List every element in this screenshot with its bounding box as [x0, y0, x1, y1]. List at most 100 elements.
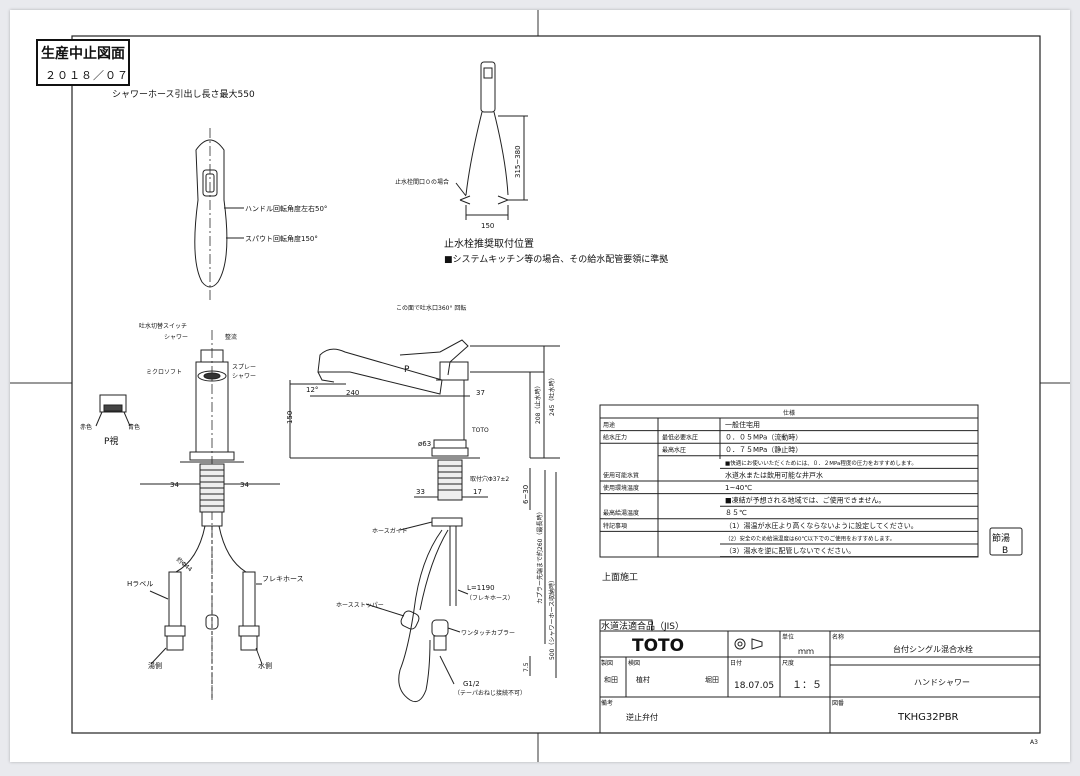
crop-marks [10, 10, 1070, 762]
spec-row-label: 給水圧力 [603, 434, 627, 442]
drawing-no-label: 図番 [832, 700, 844, 707]
flex-hose-label: フレキホース [262, 575, 304, 583]
date-label: 日付 [730, 659, 742, 667]
dim-7-5: 7.5 [523, 662, 530, 672]
stop-valve-label: 止水栓間口０の場合 [395, 178, 449, 186]
spec-row-label: 用途 [603, 421, 615, 429]
dim-240: 240 [346, 389, 359, 397]
setsuyu-text: 節湯 [992, 532, 1010, 544]
thread-label: G1/2 [463, 680, 480, 688]
dim-17: 17 [473, 488, 482, 496]
spec-row-value: ８５℃ [725, 509, 747, 517]
spec-header: 仕様 [783, 409, 795, 417]
dim-34-left: 34 [170, 481, 179, 489]
jis-label: 水道法適合品（JIS） [601, 620, 684, 632]
stop-valve-note: ■システムキッチン等の場合、その給水配管要領に準拠 [444, 253, 668, 265]
spec-row-sub: 最高水圧 [662, 446, 686, 454]
spec-row-value: （2）安全のため給湯温度は60℃以下でのご使用をおすすめします。 [725, 534, 895, 542]
spec-row-value: ■快適にお使いいただくためには、０．２MPa程度の圧力をおすすめします。 [725, 459, 917, 467]
setsuyu-mark: 節湯 B [989, 527, 1023, 556]
setsuyu-grade: B [1002, 546, 1008, 556]
spray-shower-label: シャワー [232, 373, 256, 380]
dim-63: ø63 [418, 440, 431, 448]
micro-soft-label: ミクロソフト [146, 369, 182, 376]
outlet-rotation-note: この面で吐水口360° 回転 [396, 304, 466, 312]
h-label: Hラベル [127, 580, 153, 588]
dim-37: 37 [476, 389, 485, 397]
drawn-label: 製図 [601, 659, 613, 667]
spec-row-label: 最高給湯温度 [603, 509, 639, 517]
p-view-detail [95, 394, 131, 427]
thread-sub-label: （テーパおねじ接続不可） [454, 689, 526, 697]
one-touch-label: ワンタッチカプラー [461, 629, 515, 637]
l-label: L=1190 [467, 584, 495, 592]
name-label: 名称 [832, 633, 844, 641]
l-sub-label: （フレキホース） [466, 595, 514, 602]
hose-stopper-label: ホースストッパー [336, 602, 384, 609]
title-block [599, 619, 1041, 734]
approve-by: 堀田 [705, 675, 719, 684]
drawing-no: TKHG32PBR [897, 712, 959, 723]
sub-name: ハンドシャワー [914, 678, 970, 687]
stop-valve-detail [455, 61, 528, 220]
spec-row-value: 一般住宅用 [725, 420, 760, 429]
stop-valve-title: 止水栓推奨取付位置 [444, 237, 534, 250]
spec-row-value: 水道水または飲用可能な井戸水 [725, 470, 823, 479]
dim-245: 245（吐水時） [548, 375, 556, 416]
stamp-title: 生産中止図面 [41, 45, 125, 62]
coupler-note: カプラー先端まで約260（最長時） [536, 509, 544, 604]
brand-logo: TOTO [632, 636, 684, 656]
spec-row-value: 1~40℃ [725, 484, 752, 492]
drawing-sheet [10, 10, 1070, 762]
spout-rotation-note: スパウト回転角度150° [245, 234, 318, 243]
hose-guide-label: ホースガイド [372, 527, 408, 535]
top-install-note: 上面施工 [602, 571, 638, 583]
unit-label: 単位 [782, 633, 794, 641]
reset-label: 整流 [225, 333, 237, 341]
spec-row-value: （3）湯水を逆に配管しないでください。 [725, 546, 855, 555]
sheet-size: A3 [1030, 739, 1038, 746]
dim-150-side: 150 [286, 411, 294, 424]
dim-208: 208（止水時） [534, 383, 542, 424]
shower-label: シャワー [164, 334, 188, 341]
spray-label: スプレー [232, 364, 256, 371]
check-label: 検図 [628, 659, 640, 667]
p-arrow: P [404, 365, 410, 375]
discontinued-stamp: 生産中止図面 ２０１８／０７ [36, 39, 130, 86]
stamp-date: ２０１８／０７ [45, 69, 129, 82]
spec-row-sub: 最低必要水圧 [662, 434, 698, 442]
top-view [194, 128, 244, 300]
dim-150-top: 150 [481, 222, 494, 230]
blue-label: 青色 [128, 423, 140, 431]
date-value: 18.07.05 [734, 681, 774, 691]
side-view [289, 339, 560, 703]
check-by: 植村 [636, 675, 650, 684]
mount-hole-note: 取付穴Φ37±2 [470, 475, 509, 483]
dim-6-30: 6~30 [522, 485, 530, 504]
spec-row-value: ０．７５MPa（静止時） [725, 445, 802, 454]
spec-row-value: ０．０５MPa（流動時） [725, 433, 802, 442]
water-side-label: 水側 [258, 661, 272, 670]
spec-row-label: 使用可能水質 [603, 471, 639, 479]
dim-34-right: 34 [240, 481, 249, 489]
remark-label: 備考 [601, 699, 613, 707]
hot-side-label: 湯側 [148, 661, 162, 670]
unit-value: ｍｍ [798, 647, 814, 656]
drawing-frame [71, 35, 1041, 734]
dim-33: 33 [416, 488, 425, 496]
dim-315: 315~380 [514, 145, 522, 178]
spec-row-label: 使用環境温度 [603, 484, 639, 492]
handle-rotation-note: ハンドル回転角度左右50° [245, 204, 327, 213]
hose-max-note: 500（シャワーホース収納時） [548, 577, 556, 660]
scale-value: １：５ [792, 680, 822, 691]
front-view [140, 330, 280, 700]
switch-label: 吐水切替スイッチ [139, 322, 187, 330]
spec-row-value: （1）湯温が水圧より高くならないように設定してください。 [725, 521, 918, 530]
spec-row-label: 特記事項 [603, 522, 627, 530]
product-name: 台付シングル混合水栓 [893, 644, 973, 654]
spec-row-value: ■凍結が予想される地域では、ご使用できません。 [725, 496, 885, 505]
scale-label: 尺度 [782, 659, 794, 667]
drawn-by: 和田 [604, 675, 618, 684]
